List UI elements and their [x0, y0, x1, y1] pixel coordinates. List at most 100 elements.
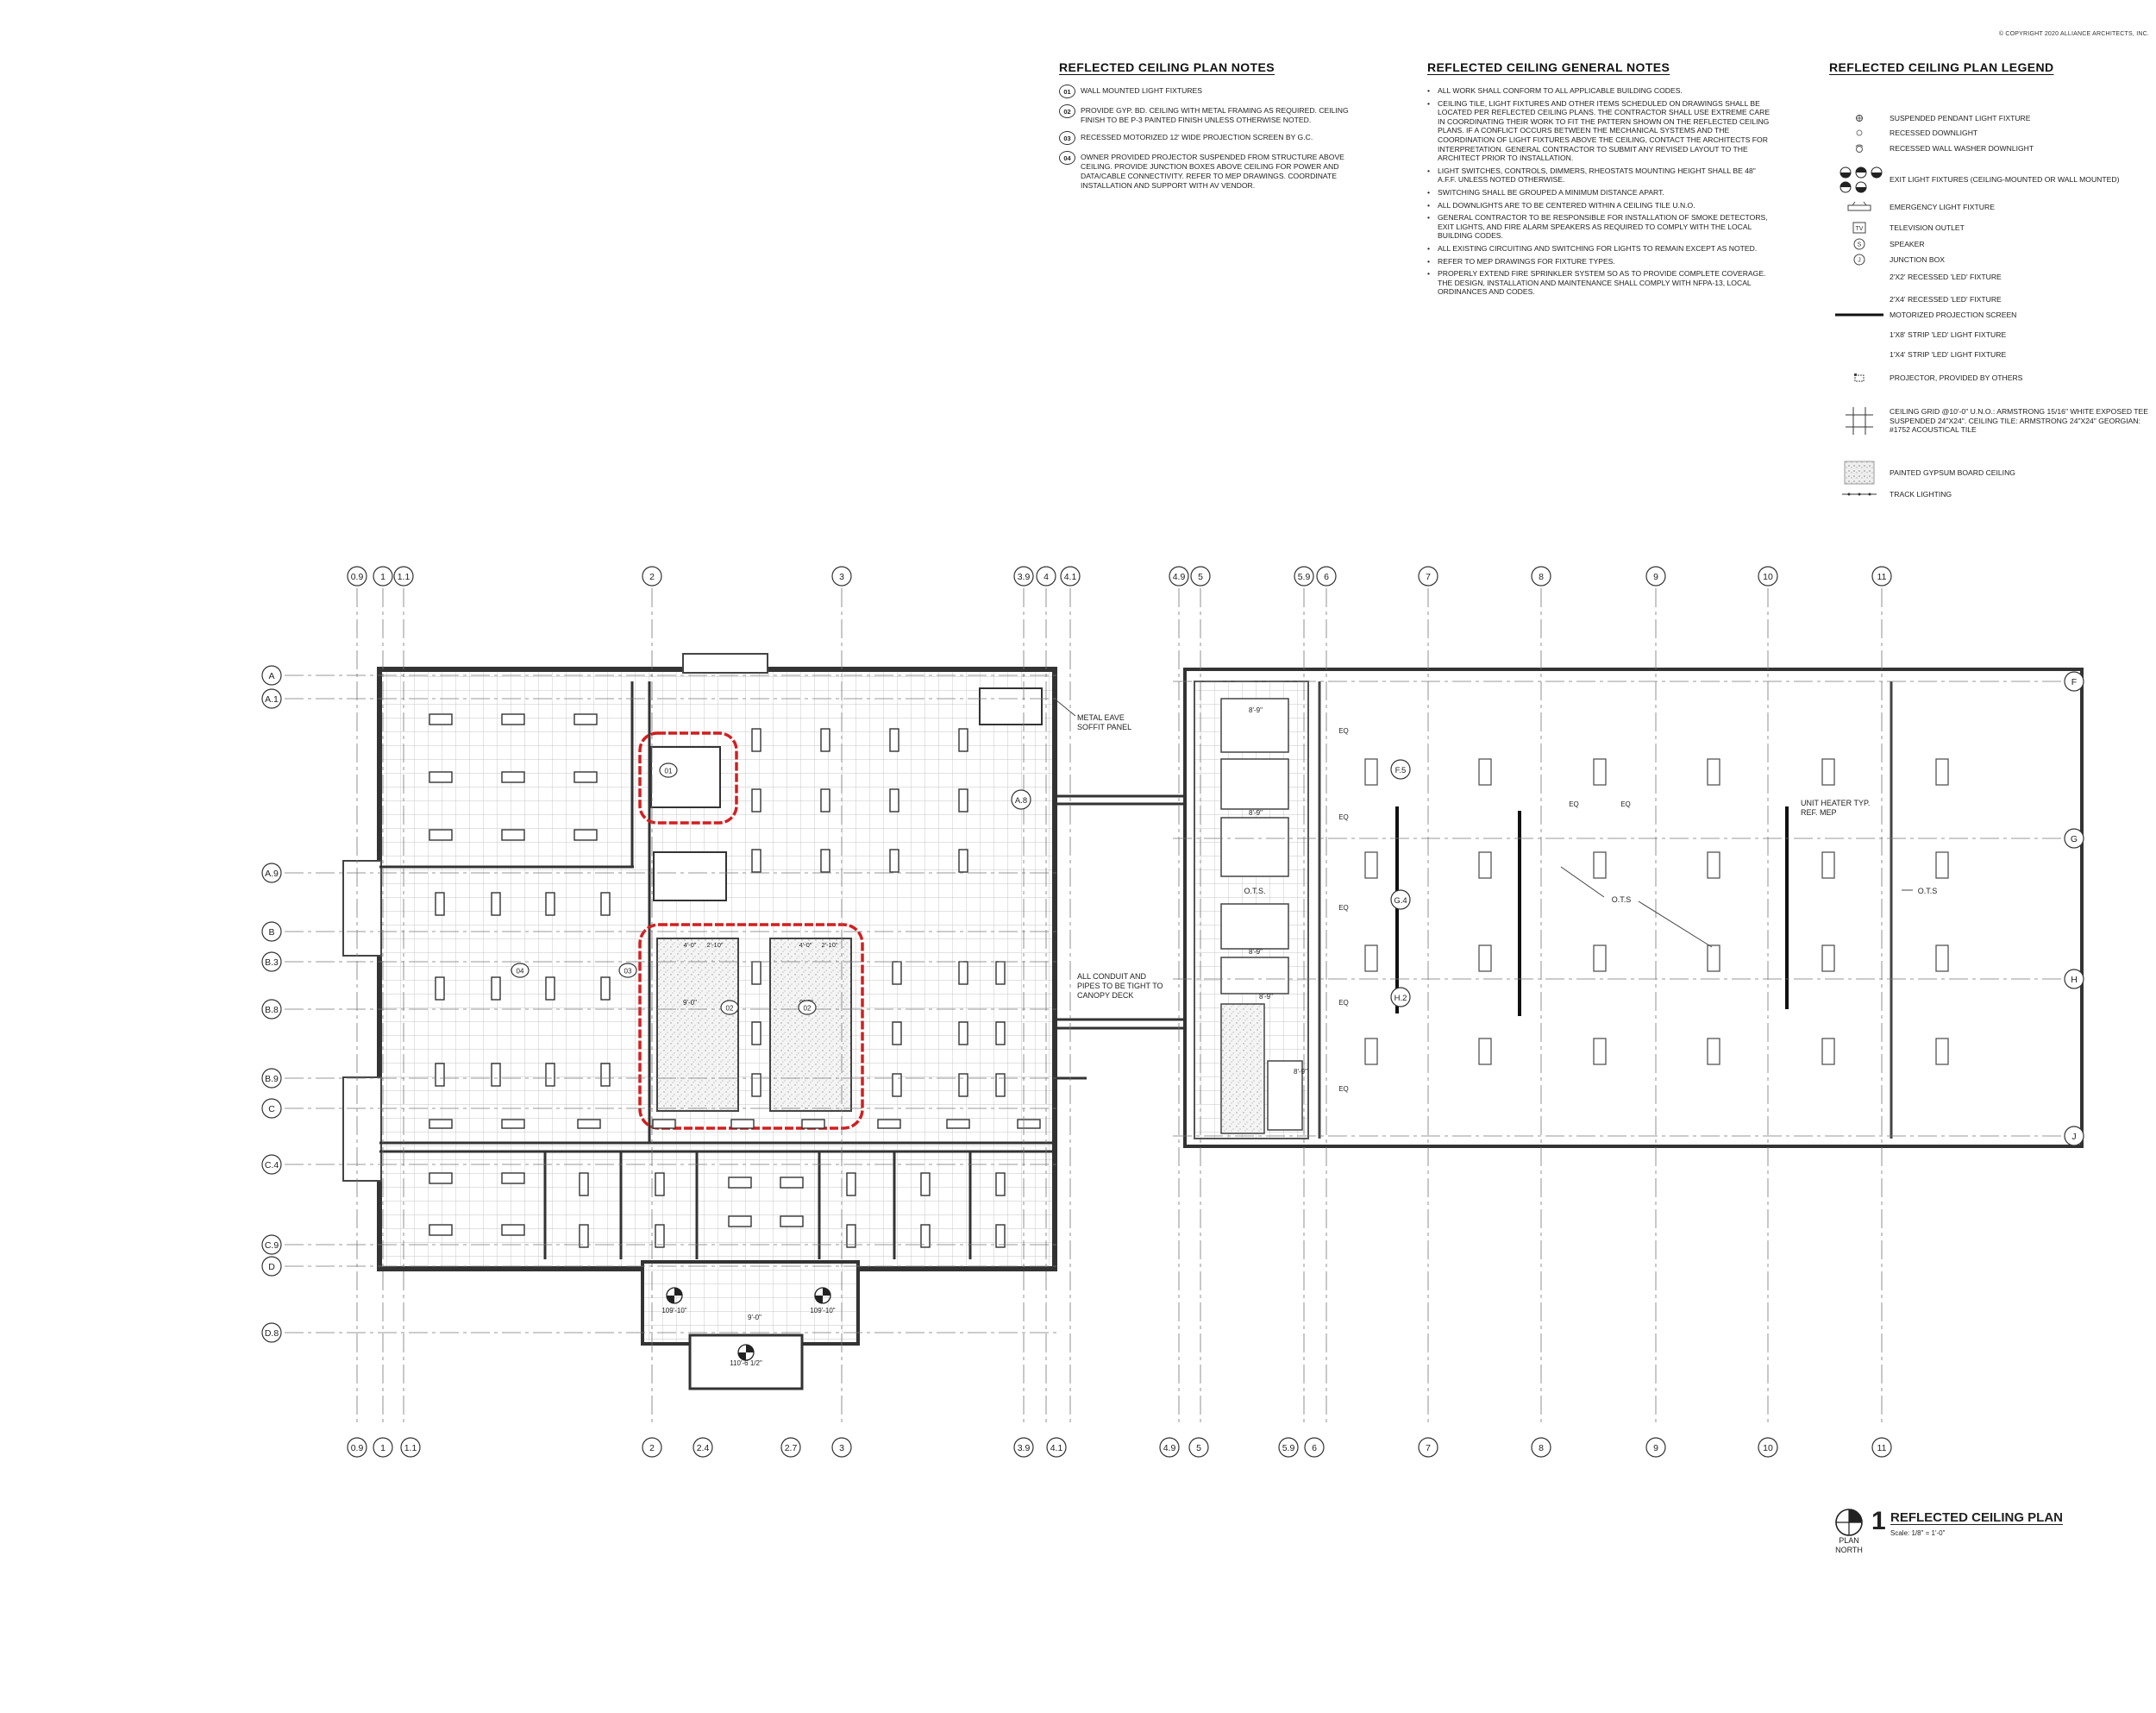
grid-bubble-bottom-label: 11: [1877, 1443, 1887, 1453]
warehouse-light-fixture: [1935, 1038, 1949, 1065]
legend-item-pendant: SUSPENDED PENDANT LIGHT FIXTURE: [1829, 112, 2156, 124]
legend-list: SUSPENDED PENDANT LIGHT FIXTURE RECESSED …: [1829, 86, 2156, 535]
leader-line: [1638, 900, 1713, 948]
led-2x4-fixture: [892, 1073, 902, 1097]
grid-bubble-bottom: [1159, 1437, 1180, 1458]
grid-bubble-right-label: F: [2071, 677, 2077, 687]
legend-text: EMERGENCY LIGHT FIXTURE: [1890, 202, 1995, 211]
grid-bubble-bottom-label: 3: [839, 1443, 844, 1453]
grid-bubble-bottom: [693, 1437, 713, 1458]
led-2x4-fixture: [995, 961, 1006, 985]
ots-label: O.T.S: [1612, 895, 1632, 904]
eq-dimension: EQ: [1569, 800, 1579, 808]
general-notes-list: ALL WORK SHALL CONFORM TO ALL APPLICABLE…: [1427, 86, 1772, 297]
warehouse-light-fixture: [1707, 944, 1720, 972]
grid-bubble-bottom-label: 4.1: [1050, 1443, 1063, 1453]
grid-bubble-bottom: [642, 1437, 662, 1458]
eq-dimension: EQ: [1338, 999, 1349, 1007]
grid-bubble-top-label: 10: [1763, 572, 1773, 582]
led-2x4-fixture: [577, 1119, 601, 1129]
grid-bubble-top-label: 0.9: [351, 572, 364, 582]
legend-text: 2'X4' RECESSED 'LED' FIXTURE: [1890, 294, 2002, 304]
eq-dimension: EQ: [1620, 800, 1631, 808]
grid-icon: [1829, 404, 1890, 438]
corner-storage-room: [979, 687, 1043, 725]
grid-bubble-bottom: [347, 1437, 367, 1458]
speaker-icon: S: [1829, 237, 1890, 251]
projector-icon: [1829, 372, 1890, 384]
grid-bubble-bottom: [1871, 1437, 1892, 1458]
warehouse-light-fixture: [1707, 1038, 1720, 1065]
led-2x4-fixture: [429, 1172, 453, 1184]
legend-item-led2x2: 2'X2' RECESSED 'LED' FIXTURE: [1829, 269, 2156, 285]
north-bump-out: [682, 653, 768, 674]
grid-bubble-bottom-label: 2.4: [697, 1443, 710, 1453]
exit-icon: [1829, 165, 1890, 194]
legend-text: 1'X8' STRIP 'LED' LIGHT FIXTURE: [1890, 330, 2007, 339]
grid-bubble-bottom-label: 3.9: [1018, 1443, 1031, 1453]
svg-text:J: J: [1858, 258, 1861, 264]
led-2x4-fixture: [501, 713, 525, 725]
warehouse-light-fixture: [1707, 758, 1720, 786]
led-2x4-fixture: [820, 849, 830, 873]
grid-bubble-right: [2064, 828, 2084, 849]
led-2x4-fixture: [573, 771, 598, 783]
general-note: ALL WORK SHALL CONFORM TO ALL APPLICABLE…: [1427, 86, 1772, 96]
grid-bubble-left: [261, 688, 282, 709]
led-2x4-fixture: [579, 1224, 589, 1248]
legend-item-strip4: 1'X4' STRIP 'LED' LIGHT FIXTURE: [1829, 350, 2156, 360]
unit-heater-note-line2: REF. MEP: [1801, 808, 1837, 817]
drawing-scale: Scale: 1/8" = 1'-0": [1890, 1529, 1946, 1537]
led-2x4-fixture: [751, 788, 761, 813]
led-2x4-fixture: [846, 1172, 856, 1196]
ceiling-height-tag: 109'-10": [810, 1307, 835, 1315]
copyright-notice: © COPYRIGHT 2020 ALLIANCE ARCHITECTS, IN…: [1998, 31, 2149, 37]
legend-panel: REFLECTED CEILING PLAN LEGEND SUSPENDED …: [1829, 60, 2156, 535]
keynote-tag-text: 02: [804, 1005, 812, 1013]
legend-text: PAINTED GYPSUM BOARD CEILING: [1890, 467, 2015, 477]
note-number-tag: 03: [1059, 131, 1075, 145]
grid-bubble-bottom: [1645, 1437, 1666, 1458]
support-room: [1220, 758, 1289, 810]
general-note: GENERAL CONTRACTOR TO BE RESPONSIBLE FOR…: [1427, 213, 1772, 241]
note-text: OWNER PROVIDED PROJECTOR SUSPENDED FROM …: [1081, 153, 1344, 190]
general-notes-panel: REFLECTED CEILING GENERAL NOTES ALL WORK…: [1427, 60, 1772, 300]
note-number-tag: 01: [1059, 85, 1075, 98]
eq-dimension: EQ: [1338, 727, 1349, 735]
strip8-icon: [1829, 331, 1890, 338]
grid-bubble-bottom-label: 2.7: [785, 1443, 798, 1453]
grid-bubble-top: [642, 566, 662, 587]
grid-bubble-top-label: 5: [1198, 572, 1203, 582]
grid-bubble-top-label: 4.9: [1173, 572, 1186, 582]
ceiling-height-tag: 9'-0": [748, 1314, 761, 1321]
west-bump-out-upper: [342, 860, 382, 957]
led-2x4-fixture: [545, 1063, 555, 1087]
support-room: [1220, 817, 1289, 877]
grid-bubble-right-label: H: [2071, 975, 2078, 985]
grid-bubble-left-label: B.3: [265, 957, 279, 968]
grid-bubble-left: [261, 921, 282, 942]
grid-reference-bubble: [1390, 889, 1411, 910]
led-2x4-fixture: [501, 1119, 525, 1129]
led-2x4-fixture: [995, 1021, 1006, 1045]
legend-item-grid: CEILING GRID @10'-0" U.N.O.: ARMSTRONG 1…: [1829, 404, 2156, 438]
legend-item-downlight: RECESSED DOWNLIGHT: [1829, 127, 2156, 139]
wall-fixture-room: [650, 746, 721, 808]
washer-icon: [1829, 142, 1890, 154]
ceiling-height-tag: 109'-10": [661, 1307, 686, 1315]
note-text: RECESSED MOTORIZED 12' WIDE PROJECTION S…: [1081, 133, 1313, 141]
led-2x4-fixture: [820, 728, 830, 752]
led-2x4-fixture: [429, 1224, 453, 1236]
grid-bubble-left: [261, 1322, 282, 1343]
leader-line: [1056, 700, 1076, 717]
svg-text:TV: TV: [1856, 226, 1864, 232]
grid-bubble-left-label: B.9: [265, 1074, 279, 1084]
legend-item-exit: EXIT LIGHT FIXTURES (CEILING-MOUNTED OR …: [1829, 165, 2156, 194]
led-2x4-fixture: [846, 1224, 856, 1248]
legend-item-gypsum: PAINTED GYPSUM BOARD CEILING: [1829, 459, 2156, 486]
legend-item-washer: RECESSED WALL WASHER DOWNLIGHT: [1829, 142, 2156, 154]
